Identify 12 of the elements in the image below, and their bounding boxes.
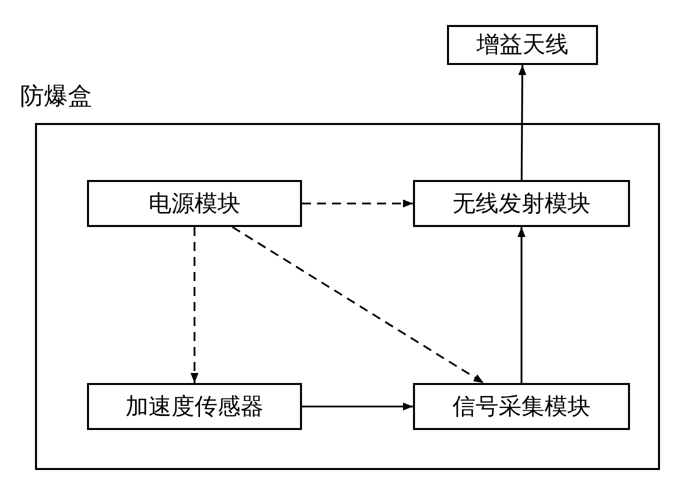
dashed-arrow [232, 226, 484, 384]
module-box: 增益天线 [447, 25, 598, 65]
enclosure-title: 防爆盒 [20, 81, 92, 112]
arrow [302, 402, 413, 410]
module-box: 加速度传感器 [87, 383, 302, 430]
arrow [518, 65, 526, 180]
module-box: 电源模块 [87, 180, 302, 227]
module-box: 信号采集模块 [413, 383, 630, 430]
arrow [518, 227, 526, 383]
dashed-arrow [190, 227, 198, 383]
module-box: 无线发射模块 [413, 180, 630, 227]
dashed-arrow [302, 200, 413, 208]
